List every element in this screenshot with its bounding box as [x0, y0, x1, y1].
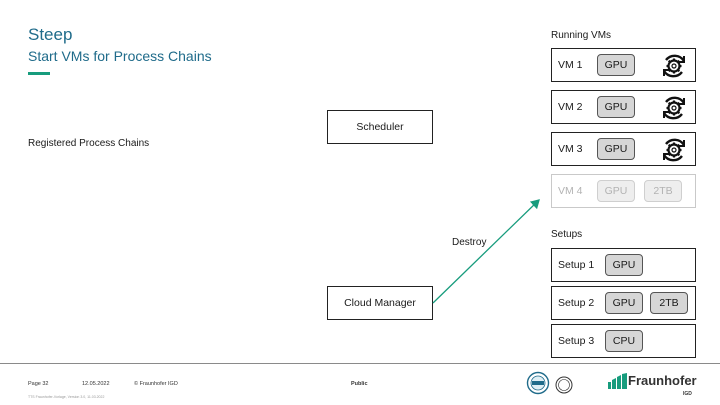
vm-name: VM 1	[558, 59, 583, 71]
page-number: Page 32	[28, 381, 49, 387]
footer-copyright: © Fraunhofer IGD	[134, 381, 178, 387]
footer-fine-print: TTS Fraunhofer-Vorlage, Version 3.0, 11.…	[28, 395, 105, 399]
footer-divider	[0, 363, 720, 364]
setup-name: Setup 1	[558, 259, 595, 271]
fraunhofer-logo-sub: IGD	[683, 391, 692, 397]
gpu-chip: GPU	[597, 138, 635, 160]
storage-chip: 2TB	[650, 292, 688, 314]
gpu-chip: GPU	[597, 96, 635, 118]
setups-heading: Setups	[551, 229, 583, 240]
setup-3-card: Setup 3 CPU	[551, 324, 696, 358]
gear-refresh-icon	[662, 54, 686, 78]
running-vms-heading: Running VMs	[551, 30, 612, 41]
vm-name: VM 4	[558, 185, 583, 197]
arrow-icon	[432, 199, 540, 304]
cpu-chip: CPU	[605, 330, 643, 352]
fraunhofer-logo-text: Fraunhofer	[628, 373, 697, 388]
setup-2-card: Setup 2 GPU 2TB	[551, 286, 696, 320]
footer-classification: Public	[351, 381, 368, 387]
storage-chip: 2TB	[644, 180, 682, 202]
vm-name: VM 3	[558, 143, 583, 155]
vm-name: VM 2	[558, 101, 583, 113]
scheduler-label: Scheduler	[356, 121, 404, 133]
footer-date: 12.05.2022	[82, 381, 110, 387]
certification-seal-icon	[526, 371, 573, 395]
setup-name: Setup 2	[558, 297, 595, 309]
vm-2-card: VM 2 GPU	[551, 90, 696, 124]
page-subtitle: Start VMs for Process Chains	[28, 48, 212, 64]
accent-bar	[28, 72, 50, 75]
page-title: Steep	[28, 25, 73, 44]
gear-refresh-icon	[662, 138, 686, 162]
cloud-manager-box: Cloud Manager	[327, 286, 433, 320]
gpu-chip: GPU	[597, 54, 635, 76]
gpu-chip: GPU	[597, 180, 635, 202]
vm-3-card: VM 3 GPU	[551, 132, 696, 166]
destroy-label: Destroy	[452, 237, 487, 248]
fraunhofer-logo-icon	[608, 373, 627, 389]
registered-process-chains-label: Registered Process Chains	[28, 138, 150, 149]
gear-refresh-icon	[662, 96, 686, 120]
setup-1-card: Setup 1 GPU	[551, 248, 696, 282]
cloud-manager-label: Cloud Manager	[344, 297, 416, 309]
scheduler-box: Scheduler	[327, 110, 433, 144]
gpu-chip: GPU	[605, 254, 643, 276]
gpu-chip: GPU	[605, 292, 643, 314]
setup-name: Setup 3	[558, 335, 595, 347]
vm-1-card: VM 1 GPU	[551, 48, 696, 82]
vm-4-card: VM 4 GPU 2TB	[551, 174, 696, 208]
